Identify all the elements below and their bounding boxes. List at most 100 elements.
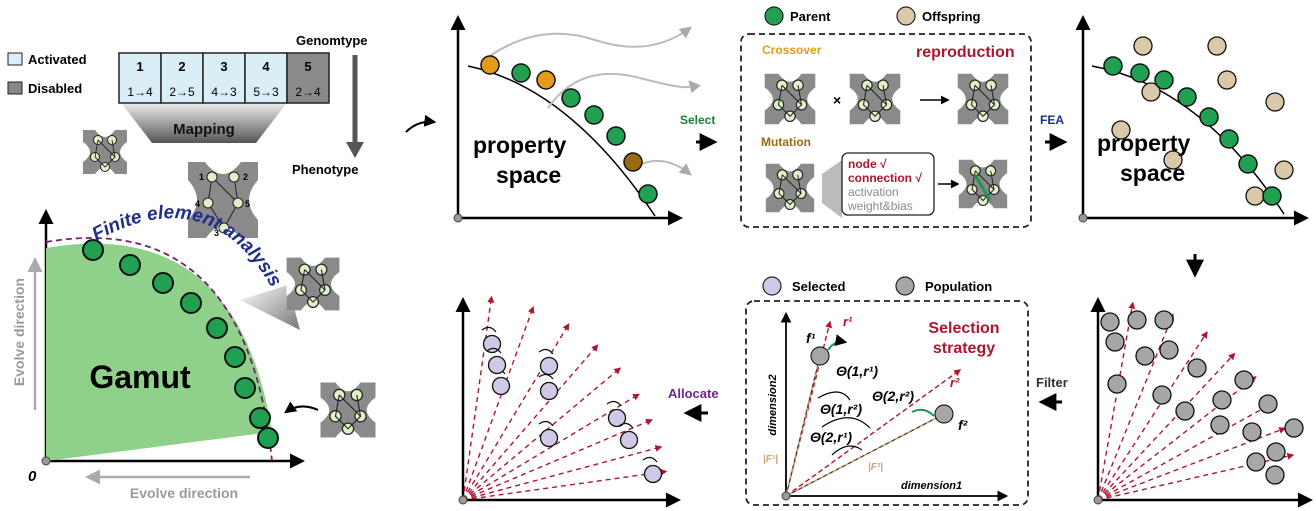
pareto-point (119, 254, 141, 276)
cell-to-gamut-arrow (284, 401, 319, 414)
allocation-curve (538, 420, 554, 427)
f1-norm-label: |F¹| (763, 454, 778, 465)
offspring-point (1163, 150, 1183, 170)
offspring-point (1265, 92, 1285, 112)
mapping-label: Mapping (173, 121, 235, 138)
population-point (1105, 332, 1125, 352)
property-label-2: property (1097, 130, 1191, 156)
crossover-label: Crossover (762, 43, 822, 57)
selection-box (745, 300, 1029, 506)
select-label: Select (680, 113, 715, 127)
disabled-swatch (7, 81, 23, 95)
population-points (1100, 310, 1304, 485)
gene-strip: 11→422→534→345→352→4 (118, 52, 330, 104)
gene-connection: 2→5 (169, 85, 195, 99)
pareto-point (224, 346, 246, 368)
selected-point (487, 355, 507, 375)
reference-vector (1097, 313, 1175, 501)
reference-vector (462, 418, 653, 501)
population-point (584, 105, 604, 125)
legend-selected: Selected (792, 279, 846, 294)
allocate-panel (455, 295, 681, 508)
filter-panel (1090, 297, 1313, 508)
reproduction-panel: Parent Offspring Crossover reproduction … (740, 6, 1032, 228)
allocation-curve (538, 373, 554, 380)
gene-number: 5 (304, 59, 311, 74)
activated-swatch (7, 52, 23, 66)
dimension2-label: dimension2 (767, 374, 779, 435)
f2-vector-label: f² (958, 417, 968, 433)
parent-point (1177, 87, 1197, 107)
population-point (1154, 310, 1174, 330)
legend-disabled: Disabled (28, 81, 82, 96)
parent-point (1103, 56, 1123, 76)
allocation-curve (481, 326, 497, 333)
f1-vector-label: f¹ (806, 330, 816, 346)
gene-number: 1 (136, 59, 143, 74)
r2-label: r² (950, 375, 960, 390)
population-point (1265, 465, 1285, 485)
legend-offspring: Offspring (922, 9, 981, 24)
reproduction-title: reproduction (916, 44, 1015, 61)
gene-4: 45→3 (244, 52, 288, 104)
theta-2-r1: Θ(2,r¹) (810, 429, 852, 445)
svg-text:4: 4 (195, 199, 200, 209)
population-point (561, 88, 581, 108)
property-space-panel-1: property space (405, 15, 701, 226)
genotype-panel: Activated Disabled Genomtype 11→422→534→… (7, 33, 368, 238)
reference-vector (462, 344, 599, 501)
crossover-times: × (833, 92, 841, 108)
pareto-point (152, 272, 174, 294)
svg-text:1: 1 (199, 172, 204, 182)
population-point (1107, 374, 1127, 394)
offspring-point (1207, 36, 1227, 56)
reference-vector (462, 468, 668, 501)
reference-vector (1097, 376, 1257, 501)
legend-parent: Parent (790, 9, 831, 24)
reference-vector (462, 323, 570, 501)
population-point (1210, 415, 1230, 435)
population-point (1127, 310, 1147, 330)
property-space-1-points (480, 55, 658, 204)
parent-point (1238, 154, 1258, 174)
reference-vector (1097, 402, 1275, 501)
gene-3: 34→3 (202, 52, 246, 104)
gamut-boundary (45, 237, 273, 462)
population-point (1135, 346, 1155, 366)
population-point (623, 152, 643, 172)
gene-connection: 4→3 (211, 85, 237, 99)
population-point (1187, 358, 1207, 378)
crossover-child (957, 73, 1009, 125)
offspring-point (1111, 120, 1131, 140)
svg-text:2: 2 (243, 172, 248, 182)
population-point (1284, 418, 1304, 438)
offspring-point (1274, 160, 1294, 180)
reproduction-box (740, 33, 1032, 228)
mutation-option: connection √ (848, 171, 922, 185)
svg-text:3: 3 (214, 228, 219, 238)
space-label-2: space (1120, 160, 1185, 186)
phenotype-label: Phenotype (292, 162, 358, 177)
r1-label: r¹ (843, 314, 853, 329)
reference-vector (462, 393, 640, 501)
population-point (1159, 340, 1179, 360)
evolve-vertical-label: Evolve direction (11, 278, 27, 386)
allocation-curve (642, 456, 658, 463)
fea-wedge (240, 285, 300, 330)
population-point (1212, 390, 1232, 410)
parent-point (1199, 107, 1219, 127)
theta-1-r2: Θ(1,r²) (820, 401, 862, 417)
property-space-panel-2: property space (1075, 15, 1309, 226)
gene-1: 11→4 (118, 52, 162, 104)
allocate-label: Allocate (668, 386, 719, 401)
population-point (480, 55, 500, 75)
population-point (638, 184, 658, 204)
crossover-parent-1 (764, 73, 816, 125)
fea-cell-bottom (319, 381, 377, 439)
reference-vector (462, 445, 663, 501)
fea-cell-top (286, 257, 340, 311)
property-space-2-points (1103, 36, 1294, 206)
selected-point (539, 381, 559, 401)
property-label-1: property (473, 132, 567, 158)
